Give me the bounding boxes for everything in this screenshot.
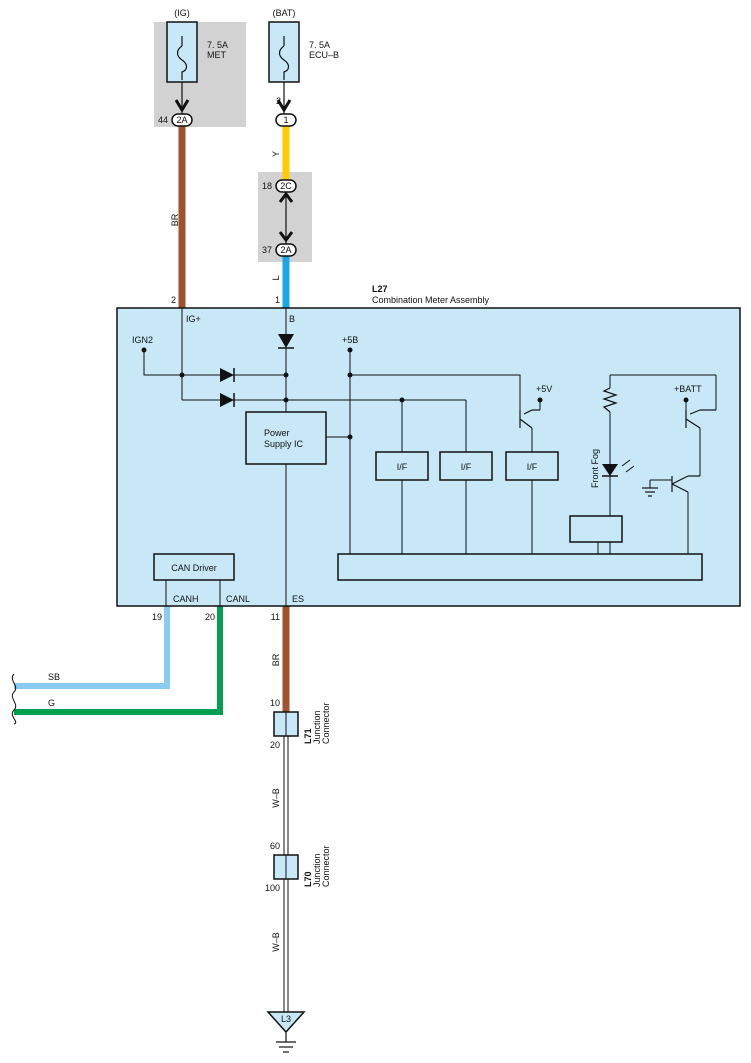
connector-1-bat [275, 113, 297, 127]
svg-text:20: 20 [270, 740, 280, 750]
ig-connector-arrow-icon [174, 99, 190, 113]
wire-label-sb: SB [48, 672, 60, 682]
if-box-2 [439, 451, 493, 481]
svg-text:Connector: Connector [321, 702, 331, 744]
svg-text:Supply IC: Supply IC [264, 439, 304, 449]
wire-label-y: Y [271, 151, 281, 157]
svg-text:L70: L70 [303, 871, 313, 887]
ground-icon [276, 1032, 296, 1053]
ign2-label: IGN2 [132, 335, 153, 345]
bat-source-label: (BAT) [273, 8, 296, 18]
svg-text:Junction: Junction [312, 853, 322, 887]
wire-break-icon [11, 673, 17, 725]
terminal-canh: CANH [173, 594, 199, 604]
terminal-canl: CANL [226, 594, 250, 604]
transistor-output-icon [671, 475, 700, 493]
power-supply-ic [245, 411, 327, 465]
jb-up-arrow-icon [278, 191, 294, 203]
control-box [569, 515, 623, 543]
plusbatt-label: +BATT [674, 384, 702, 394]
connector-2a-ig [171, 113, 193, 127]
meter-code: L27 [372, 284, 388, 294]
bat-fuse-name: ECU–B [309, 50, 339, 60]
svg-text:60: 60 [270, 841, 280, 851]
wire-sb [14, 606, 170, 689]
bat-fuse-rating: 7. 5A [309, 40, 330, 50]
svg-text:2C: 2C [280, 181, 292, 191]
ground-code: L3 [281, 1014, 291, 1024]
svg-text:2A: 2A [176, 115, 187, 125]
plus5b-label: +5B [342, 335, 358, 345]
terminal-ig: IG+ [186, 314, 201, 324]
ig-source-label: (IG) [174, 8, 190, 18]
svg-text:I/F: I/F [397, 462, 408, 472]
front-fog-label: Front Fog [590, 449, 600, 488]
svg-text:Connector: Connector [321, 845, 331, 887]
transistor-5v-icon [519, 409, 540, 429]
ground-point-l3 [266, 1011, 306, 1034]
jb-down-arrow-icon [278, 231, 294, 243]
led-rays-icon [621, 459, 635, 473]
plus5v-label: +5V [536, 384, 552, 394]
ig-fuse-icon [176, 36, 188, 80]
terminal-b: B [289, 314, 295, 324]
svg-text:1: 1 [283, 115, 288, 125]
svg-text:10: 10 [270, 698, 280, 708]
svg-text:Junction: Junction [312, 710, 322, 744]
bat-connector-arrow-icon [276, 99, 292, 113]
svg-text:1: 1 [275, 295, 280, 305]
internal-ground-icon [642, 487, 658, 497]
svg-text:11: 11 [271, 612, 280, 622]
front-fog-led-icon [602, 464, 618, 476]
can-driver-box [153, 553, 235, 581]
svg-text:44: 44 [158, 115, 168, 125]
resistor-icon [602, 387, 618, 413]
svg-text:19: 19 [152, 612, 162, 622]
can-driver-label: CAN Driver [171, 563, 217, 573]
svg-text:I/F: I/F [461, 462, 472, 472]
wire-label-br-bottom: BR [271, 653, 281, 666]
svg-text:2: 2 [276, 96, 281, 106]
bat-fuse-icon [278, 36, 290, 80]
connector-2a-jb [275, 243, 297, 257]
diode-ig-icon [220, 393, 234, 407]
svg-text:18: 18 [262, 181, 272, 191]
svg-text:20: 20 [205, 612, 215, 622]
wire-label-l: L [271, 275, 281, 280]
if-box-3 [505, 451, 559, 481]
svg-text:100: 100 [265, 883, 280, 893]
wire-g [14, 606, 223, 715]
svg-text:Power: Power [264, 428, 290, 438]
wire-label-br-top: BR [170, 213, 180, 226]
svg-text:I/F: I/F [527, 462, 538, 472]
if-box-1 [375, 451, 429, 481]
svg-text:2A: 2A [280, 245, 291, 255]
svg-text:37: 37 [262, 245, 272, 255]
meter-name: Combination Meter Assembly [372, 295, 490, 305]
internal-bus-box [337, 553, 703, 581]
ig-fuse-name: MET [207, 50, 227, 60]
transistor-batt-icon [685, 409, 716, 429]
terminal-es: ES [292, 594, 304, 604]
wire-label-wb1: W–B [271, 788, 281, 808]
svg-text:2: 2 [171, 295, 176, 305]
diode-ign2-icon [220, 368, 234, 382]
wire-label-wb2: W–B [271, 932, 281, 952]
svg-text:L71: L71 [303, 728, 313, 744]
wire-label-g: G [48, 698, 55, 708]
ig-fuse-rating: 7. 5A [207, 40, 228, 50]
b-input-diode-icon [278, 334, 294, 348]
